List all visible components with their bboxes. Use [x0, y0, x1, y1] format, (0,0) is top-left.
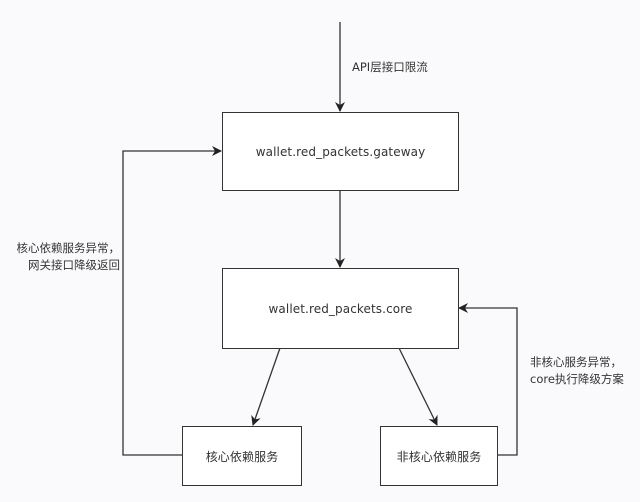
- noncore-dependency-node-label: 非核心依赖服务: [396, 449, 482, 464]
- core-node-label: wallet.red_packets.core: [268, 301, 413, 316]
- core-dependency-node-label: 核心依赖服务: [205, 449, 279, 464]
- noncore-dependency-node: 非核心依赖服务: [380, 426, 498, 486]
- edge-core-to-core-dep: [251, 347, 281, 426]
- noncore-failure-label-line2: core执行降级方案: [530, 372, 624, 386]
- api-rate-limit-text: API层接口限流: [352, 60, 428, 74]
- noncore-failure-label: 非核心服务异常， core执行降级方案: [530, 354, 624, 388]
- edge-core-dep-fallback-to-gateway: [122, 146, 222, 456]
- core-failure-label-line2: 网关接口降级返回: [28, 258, 120, 272]
- core-failure-label: 核心依赖服务异常， 网关接口降级返回: [16, 240, 121, 274]
- gateway-node-label: wallet.red_packets.gateway: [255, 144, 426, 159]
- gateway-node: wallet.red_packets.gateway: [222, 112, 459, 191]
- api-rate-limit-label: API层接口限流: [352, 59, 428, 76]
- noncore-failure-label-line1: 非核心服务异常，: [530, 355, 622, 369]
- core-node: wallet.red_packets.core: [222, 268, 459, 349]
- edge-core-to-noncore-dep: [398, 347, 438, 426]
- core-dependency-node: 核心依赖服务: [182, 426, 302, 486]
- core-failure-label-line1: 核心依赖服务异常，: [16, 241, 121, 255]
- edge-noncore-dep-fallback-to-core: [458, 303, 518, 456]
